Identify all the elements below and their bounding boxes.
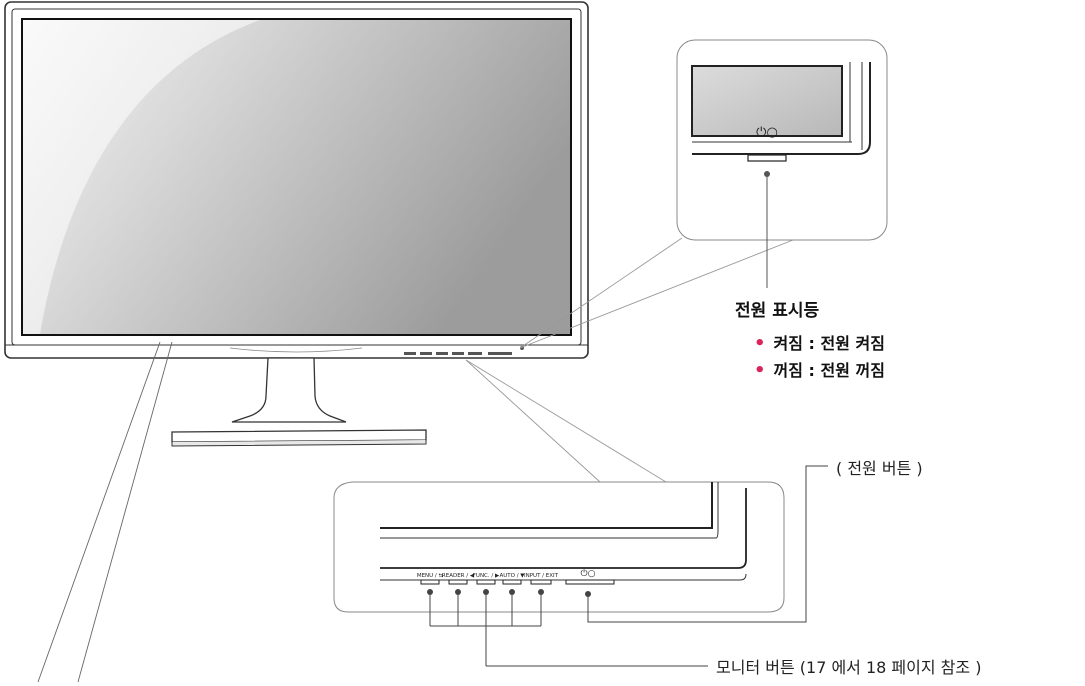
btn-label-auto: AUTO / ▼ <box>499 573 525 579</box>
power-indicator-title: 전원 표시등 <box>735 301 820 321</box>
stand-base-edge <box>171 440 427 447</box>
power-indicator-inset: ⏻○ <box>519 39 888 349</box>
inset-screen <box>691 65 843 137</box>
indicator-item-off: • 꺼짐 : 전원 꺼짐 <box>754 357 885 381</box>
stand-base <box>171 429 427 443</box>
bullet-dot: • <box>754 333 766 354</box>
monitor-buttons-callout: 모니터 버튼 (17 에서 18 페이지 참조 ) <box>716 658 982 677</box>
btn-label-menu: MENU / ⇆ <box>417 573 444 579</box>
button-zoom-inset: MENU / ⇆ READER / ◀ FUNC. / ▶ AUTO / ▼ I… <box>333 359 828 667</box>
btn-label-input: INPUT / EXIT <box>524 573 559 579</box>
btn-label-func: FUNC. / ▶ <box>473 573 500 579</box>
power-button-callout: ( 전원 버튼 ) <box>836 459 923 478</box>
bullet-dot: • <box>754 360 766 381</box>
inset-power-led <box>747 154 787 162</box>
stand-neck <box>231 357 347 423</box>
zoom-power-symbol-icon: ⏻○ <box>581 568 596 579</box>
leader-lines-left <box>37 341 173 683</box>
indicator-item-on: • 켜짐 : 전원 켜짐 <box>754 330 885 354</box>
btn-label-reader: READER / ◀ <box>442 573 475 579</box>
zoom-buttons <box>420 579 615 585</box>
power-symbol-icon: ⏻○ <box>756 125 778 140</box>
zoom-frame <box>333 481 785 613</box>
indicator-off-label: 꺼짐 : 전원 꺼짐 <box>773 361 885 380</box>
monitor <box>4 1 589 447</box>
bezel-curve <box>229 347 363 353</box>
screen-glare <box>23 20 260 334</box>
indicator-on-label: 켜짐 : 전원 켜짐 <box>773 334 885 353</box>
